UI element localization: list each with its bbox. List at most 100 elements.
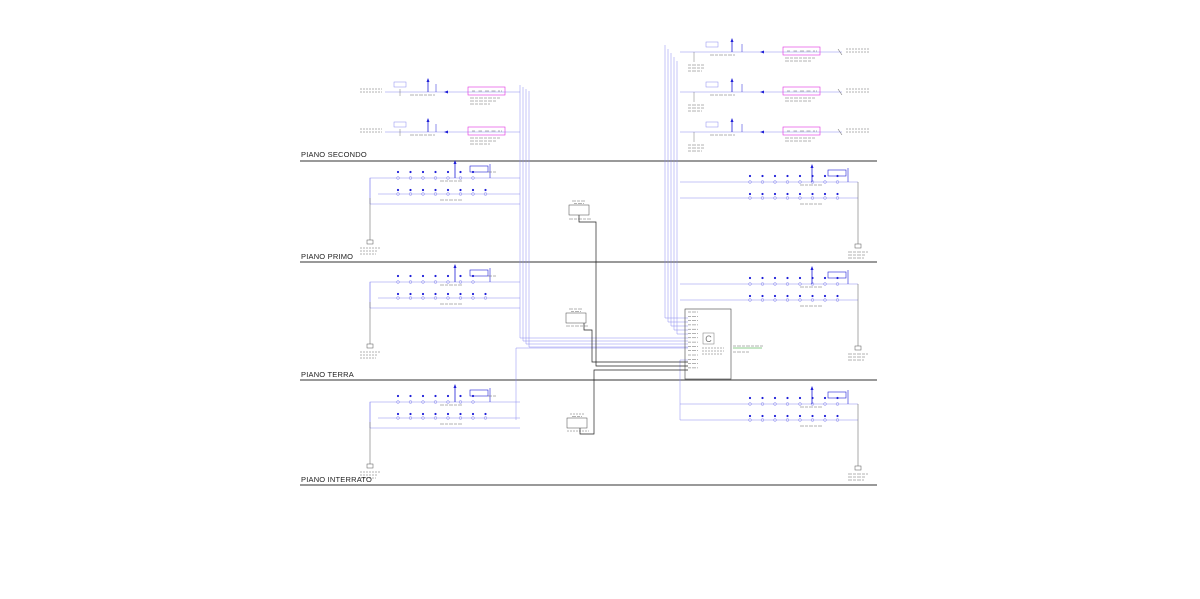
right-zone-loop	[680, 266, 868, 361]
loop-node	[408, 296, 413, 300]
arrow-head	[444, 130, 448, 134]
detector-device	[761, 396, 764, 400]
loop-node	[433, 400, 438, 404]
loop-node	[458, 296, 463, 300]
magenta-panel	[782, 86, 821, 96]
terminal	[854, 345, 862, 351]
loop-node	[433, 280, 438, 284]
detector-device	[434, 274, 437, 278]
detector-device	[446, 274, 450, 278]
magenta-panel	[467, 86, 506, 96]
loop-node	[798, 282, 802, 286]
detector-device	[459, 394, 462, 398]
loop-node	[433, 176, 438, 180]
detector-device	[786, 276, 789, 280]
loop-node	[785, 180, 790, 184]
left-zone-loop	[360, 160, 520, 255]
terminal	[854, 465, 862, 471]
loop-node	[760, 282, 765, 286]
magenta-panel	[782, 46, 821, 56]
detector-device	[748, 174, 752, 178]
detector-device	[798, 192, 802, 196]
arrow-head	[760, 50, 764, 54]
detector-device	[471, 188, 475, 192]
loop-node	[823, 298, 827, 302]
loop-node	[471, 176, 475, 180]
loop-node	[748, 180, 752, 184]
loop-node	[433, 296, 438, 300]
upper-right-circuit	[680, 118, 869, 152]
detector-device	[409, 170, 412, 174]
loop-node	[483, 416, 488, 420]
detector-device	[421, 412, 425, 416]
sub-panel-lower[interactable]	[566, 417, 588, 429]
loop-node	[396, 192, 400, 196]
detector-device	[748, 276, 752, 280]
terminal	[854, 243, 862, 249]
panel-wire	[579, 369, 688, 435]
loop-node	[835, 418, 840, 422]
detector-device	[748, 396, 752, 400]
detector-device	[786, 396, 789, 400]
loop-node	[471, 280, 475, 284]
loop-node	[823, 180, 827, 184]
detector-device	[434, 170, 437, 174]
loop-node	[396, 416, 400, 420]
detector-device	[471, 412, 475, 416]
terminal	[366, 239, 374, 245]
arrow-head	[426, 78, 430, 82]
detector-device	[446, 292, 450, 296]
detector-device	[823, 174, 827, 178]
loop-wire	[369, 281, 378, 302]
loop-node	[421, 416, 425, 420]
tick	[837, 48, 843, 56]
detector-device	[396, 188, 400, 192]
arrow-head	[730, 38, 734, 42]
loop-node	[446, 176, 450, 180]
arrow-head	[730, 118, 734, 122]
detector-device	[748, 414, 752, 418]
module-box	[393, 121, 407, 128]
detector-device	[459, 170, 462, 174]
detector-device	[471, 292, 475, 296]
loop-node	[810, 196, 815, 200]
loop-node	[446, 416, 450, 420]
detector-device	[484, 292, 487, 296]
loop-node	[396, 176, 400, 180]
detector-device	[396, 170, 400, 174]
magenta-panel	[782, 126, 821, 136]
central-control-panel[interactable]: C	[684, 308, 732, 380]
arrow-head	[453, 384, 457, 388]
sub-panel-middle[interactable]	[565, 312, 587, 324]
detector-device	[836, 192, 839, 196]
sub-panel-upper[interactable]	[568, 204, 590, 216]
detector-device	[773, 276, 777, 280]
arrow-head	[810, 386, 814, 390]
loop-node	[471, 296, 475, 300]
detector-device	[396, 292, 400, 296]
detector-device	[823, 414, 827, 418]
upper-left-circuit	[360, 78, 520, 105]
loop-node	[396, 400, 400, 404]
detector-device	[761, 414, 764, 418]
loop-node	[798, 180, 802, 184]
detector-device	[761, 276, 764, 280]
module-box	[469, 389, 489, 397]
detector-device	[811, 294, 814, 298]
detector-device	[786, 192, 789, 196]
loop-node	[748, 196, 752, 200]
circuits-layer	[360, 38, 869, 481]
detector-device	[836, 414, 839, 418]
arrow-head	[453, 264, 457, 268]
loop-node	[798, 418, 802, 422]
loop-node	[785, 402, 790, 406]
loop-node	[835, 282, 840, 286]
arrow-head	[760, 130, 764, 134]
loop-node	[760, 180, 765, 184]
detector-device	[459, 412, 462, 416]
loop-node	[421, 280, 425, 284]
module-box	[705, 121, 719, 128]
detector-device	[421, 274, 425, 278]
detector-device	[459, 274, 462, 278]
loop-node	[446, 192, 450, 196]
